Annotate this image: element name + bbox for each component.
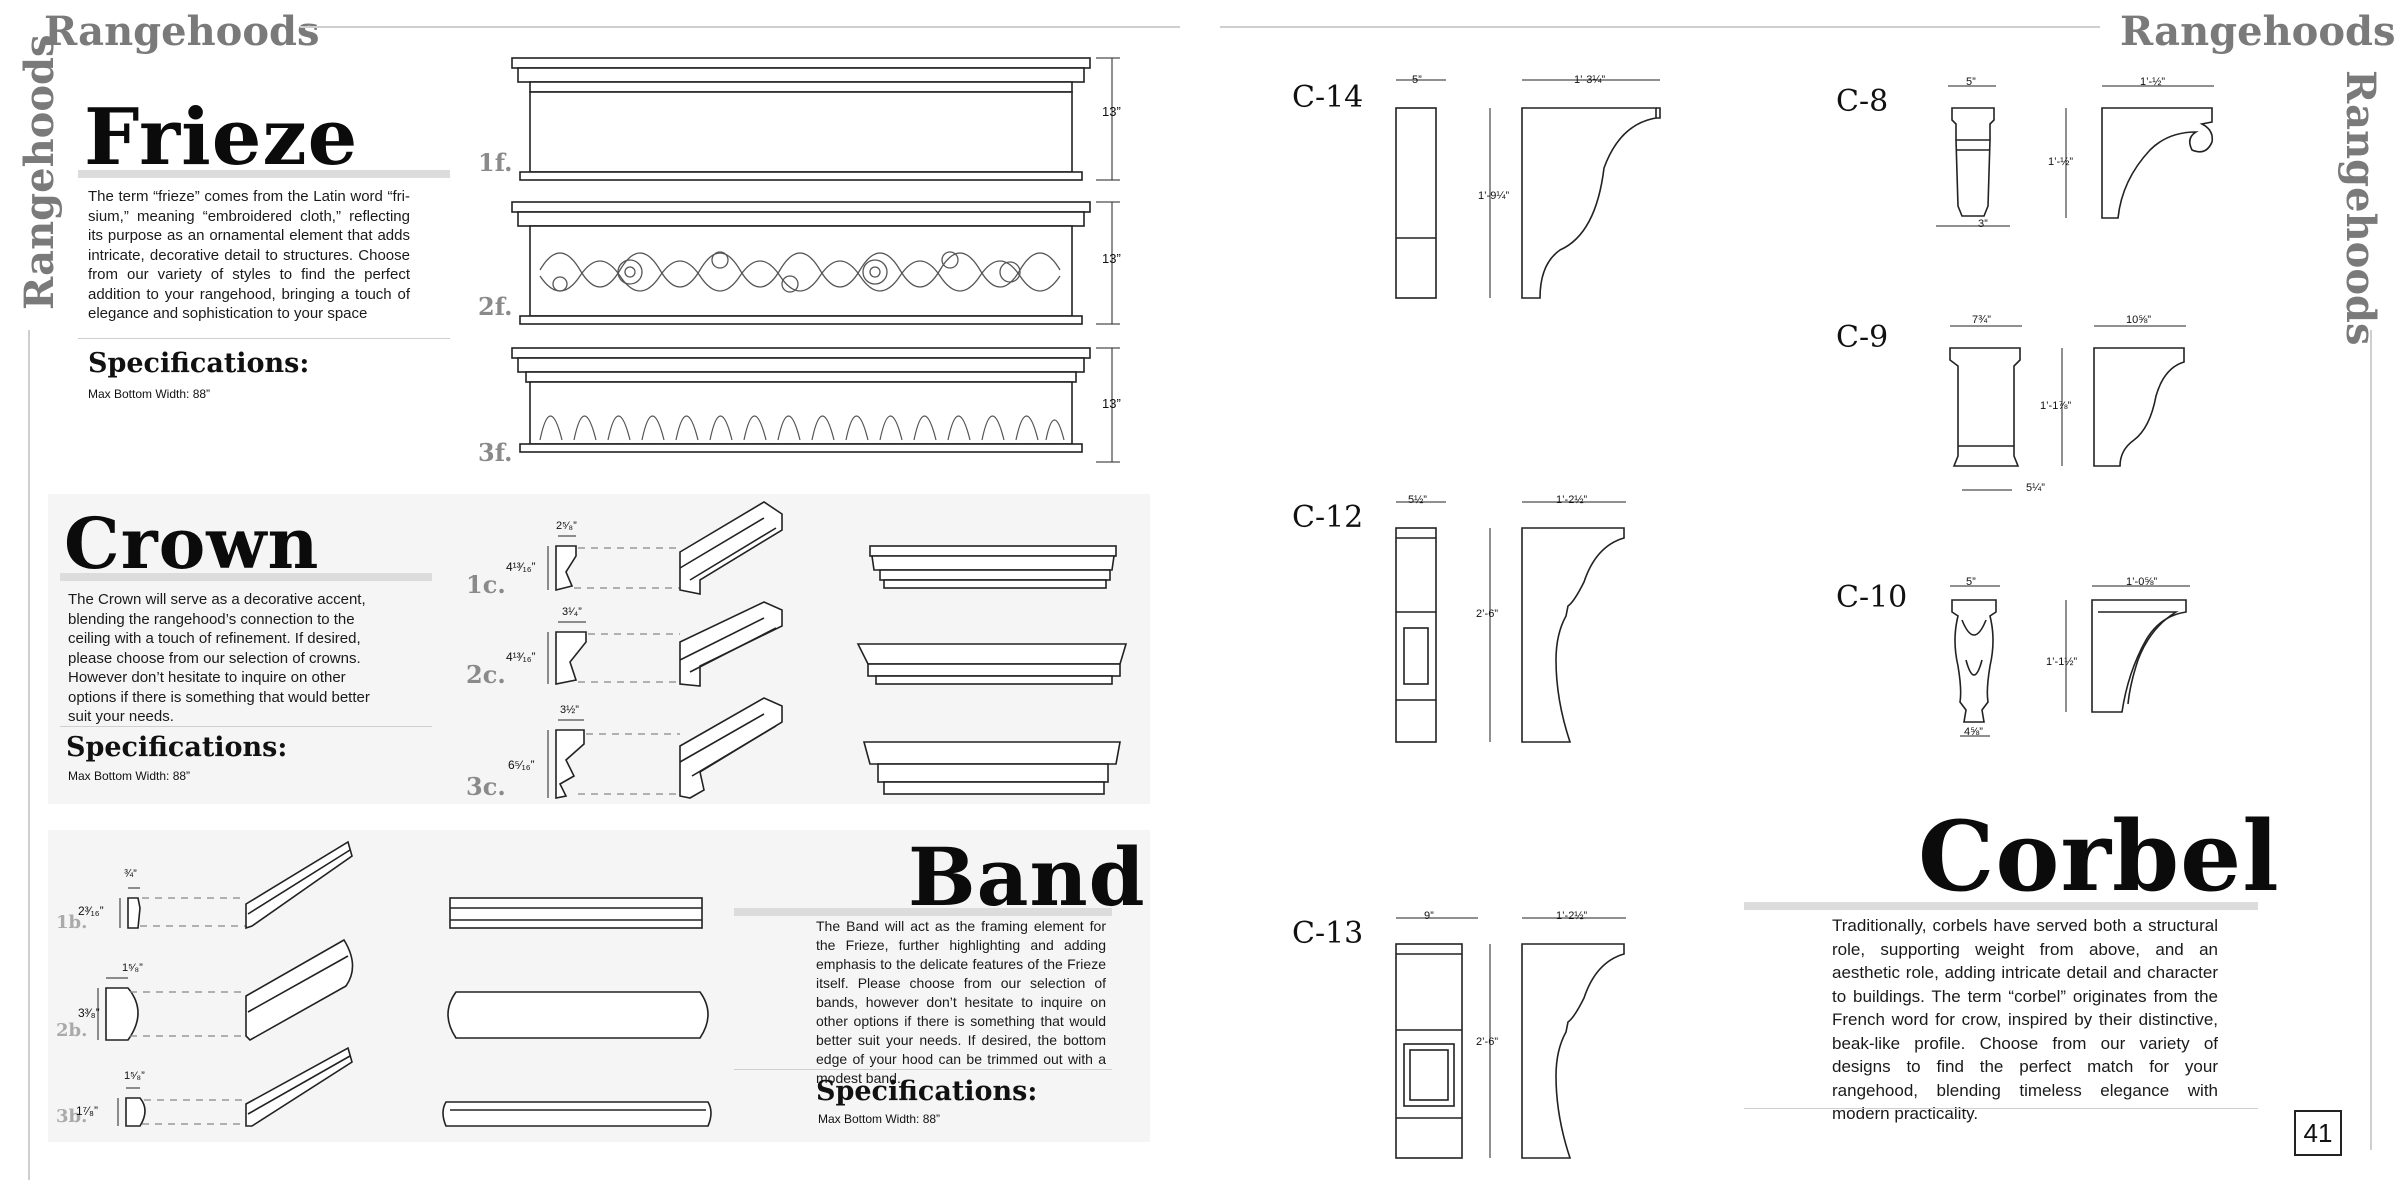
frieze-description: The term “frieze” comes from the Latin w… (88, 188, 410, 322)
corbel-title-bar (1744, 902, 2258, 910)
band-3b-drawing (117, 1046, 712, 1127)
corbel-width-dim: 5” (1966, 76, 1976, 88)
header-left-title: Rangehoods (44, 8, 320, 55)
corbel-c9-drawing (1949, 325, 2186, 491)
crown-height-dim: 4¹³⁄₁₆” (506, 650, 536, 664)
frieze-3f-drawing (511, 347, 1120, 463)
band-depth-dim: 1⁵⁄₈” (122, 962, 143, 974)
crown-1c-drawing (547, 501, 1117, 595)
frieze-1f-drawing (511, 57, 1120, 181)
corbel-depth-dim: 1’-2½” (1556, 910, 1588, 922)
band-divider (734, 1069, 1112, 1070)
corbel-base-dim: 4⅝” (1964, 726, 1983, 738)
band-spec-title: Specifications: (816, 1076, 1038, 1107)
corbel-divider (1744, 1108, 2258, 1109)
band-description: The Band will act as the framing element… (816, 918, 1106, 1086)
frieze-item-label: 3f. (478, 438, 513, 467)
crown-3c-drawing (547, 697, 1121, 799)
crown-drawings (547, 501, 1128, 799)
header-right-title: Rangehoods (2120, 8, 2396, 55)
corbel-height-dim: 1’-½” (2048, 156, 2074, 168)
crown-divider (60, 726, 432, 727)
band-item-label: 3b. (56, 1106, 88, 1127)
corbel-width-dim: 5½” (1408, 494, 1427, 506)
corbel-base-dim: 3” (1978, 218, 1988, 230)
corbel-c13-drawing (1395, 917, 1626, 1159)
frieze-spec-value: Max Bottom Width: 88” (88, 387, 211, 401)
header-right-rule (1220, 26, 2100, 28)
crown-item-label: 1c. (466, 570, 506, 599)
corbel-width-dim: 9” (1424, 910, 1434, 922)
frieze-title-bar (78, 170, 450, 178)
frieze-item-label: 2f. (478, 292, 513, 321)
crown-item-label: 3c. (466, 772, 506, 801)
frieze-divider (78, 338, 450, 339)
corbel-height-dim: 2’-6” (1476, 608, 1499, 620)
frieze-height-dim: 13” (1102, 104, 1121, 119)
corbel-width-dim: 5” (1412, 74, 1422, 86)
corbel-height-dim: 1’-1½” (2046, 656, 2078, 668)
side-right-rule (2370, 330, 2372, 1150)
crown-depth-dim: 3½” (560, 704, 579, 716)
crown-item-label: 2c. (466, 660, 506, 689)
crown-title-bar (60, 573, 432, 581)
frieze-height-dim: 13” (1102, 396, 1121, 411)
corbel-title: Corbel (1918, 800, 2280, 913)
corbel-height-dim: 1’-9¼” (1478, 190, 1510, 202)
band-2b-drawing (97, 938, 709, 1041)
crown-2c-drawing (547, 601, 1128, 687)
corbel-code: C-8 (1836, 84, 1889, 119)
band-height-dim: 3³⁄₈” (78, 1006, 100, 1020)
band-depth-dim: ¾” (124, 868, 137, 880)
corbel-description: Traditionally, corbels have served both … (1832, 916, 2218, 1123)
frieze-title: Frieze (84, 92, 359, 183)
band-item-label: 1b. (56, 912, 88, 933)
frieze-spec-title: Specifications: (88, 348, 310, 379)
corbel-depth-dim: 1’-2½” (1556, 494, 1588, 506)
corbel-width-dim: 5” (1966, 576, 1976, 588)
corbel-depth-dim: 1’-0⅝” (2126, 576, 2158, 588)
band-panel (48, 830, 1150, 1142)
band-height-dim: 1⁷⁄₈” (76, 1104, 98, 1118)
corbel-code: C-13 (1292, 916, 1364, 951)
corbel-depth-dim: 10⅝” (2126, 314, 2152, 326)
corbel-height-dim: 2’-6” (1476, 1036, 1499, 1048)
crown-depth-dim: 2⁵⁄₈” (556, 520, 577, 532)
band-title-bar (734, 908, 1112, 916)
corbel-c8-drawing (1936, 85, 2214, 227)
frieze-height-dim: 13” (1102, 251, 1121, 266)
crown-description: The Crown will serve as a decorative acc… (68, 591, 370, 725)
frieze-2f-drawing (511, 201, 1120, 325)
corbel-base-dim: 5¼” (2026, 482, 2045, 494)
crown-height-dim: 4¹³⁄₁₆” (506, 560, 536, 574)
crown-spec-title: Specifications: (66, 732, 288, 763)
frieze-item-label: 1f. (478, 148, 513, 177)
corbel-code: C-12 (1292, 500, 1364, 535)
corbel-c10-drawing (1950, 585, 2190, 737)
crown-depth-dim: 3¹⁄₄” (562, 606, 582, 618)
frieze-drawings (511, 57, 1120, 463)
corbel-code: C-14 (1292, 80, 1364, 115)
corbel-code: C-10 (1836, 580, 1908, 615)
corbel-width-dim: 7¾” (1972, 314, 1991, 326)
page-number: 41 (2294, 1110, 2342, 1156)
band-item-label: 2b. (56, 1020, 88, 1041)
side-left-rule (28, 330, 30, 1180)
header-left-rule (300, 26, 1180, 28)
band-depth-dim: 1⁵⁄₈” (124, 1070, 145, 1082)
corbel-depth-dim: 1’-½” (2140, 76, 2166, 88)
band-drawings (97, 840, 712, 1127)
band-spec-value: Max Bottom Width: 88” (818, 1112, 941, 1126)
corbel-height-dim: 1’-1⅞” (2040, 400, 2072, 412)
crown-spec-value: Max Bottom Width: 88” (68, 769, 191, 783)
corbel-c14-drawing (1395, 79, 1661, 299)
corbel-code: C-9 (1836, 320, 1889, 355)
band-height-dim: 2³⁄₁₆” (78, 904, 104, 918)
corbel-c12-drawing (1395, 501, 1626, 743)
corbel-depth-dim: 1’-3¼” (1574, 74, 1606, 86)
band-1b-drawing (119, 840, 703, 930)
crown-title: Crown (64, 502, 320, 585)
crown-height-dim: 6⁵⁄₁₆” (508, 758, 535, 772)
